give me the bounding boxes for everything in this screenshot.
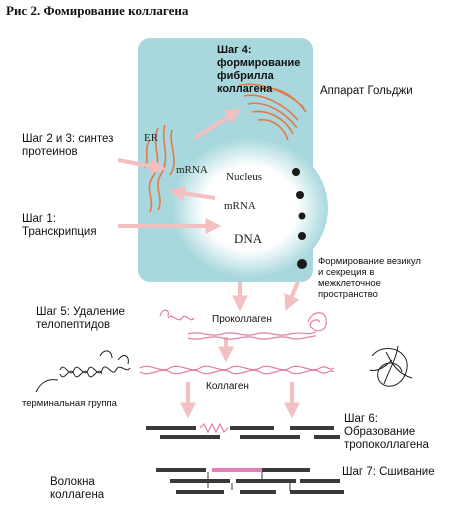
figure-title: Рис 2. Фомирование коллагена — [6, 3, 189, 18]
er-label: ER — [144, 132, 159, 144]
crosslinks — [207, 472, 291, 491]
arrow-secretion-2 — [284, 281, 300, 311]
vesicles-label: Формирование везикул и секреция в межкле… — [318, 256, 421, 300]
step1-label: Шаг 1: Транскрипция — [22, 213, 97, 238]
collagen-fiber-segments — [156, 468, 344, 494]
golgi-label: Аппарат Гольджи — [320, 85, 413, 97]
telopeptide-zigzag — [199, 422, 229, 434]
arrow-synthesis — [117, 158, 167, 175]
tropocollagen-segments — [146, 426, 340, 439]
nucleus — [172, 138, 328, 278]
dna-label: DNA — [234, 231, 263, 246]
mrna-label-2: mRNA — [224, 200, 256, 212]
nucleus-label: Nucleus — [226, 171, 262, 183]
collagen-strand — [139, 365, 335, 375]
fibers-label: Волокна коллагена — [50, 476, 105, 501]
step4-label: Шаг 4: формирование фибрилла коллагена — [217, 44, 301, 95]
steps23-label: Шаг 2 и 3: синтез протеинов — [22, 133, 114, 158]
arrow-to-golgi — [193, 108, 242, 140]
collagen-label: Коллаген — [206, 381, 249, 392]
terminal-group-right — [369, 345, 413, 387]
secretory-vesicles — [292, 168, 307, 269]
arrow-mrna-out — [168, 185, 216, 202]
terminal-group-label: терминальная группа — [22, 398, 117, 409]
step6-label: Шаг 6: Образование тропоколлагена — [344, 413, 429, 451]
procollagen-strand — [159, 309, 327, 340]
mrna-label-1: mRNA — [176, 164, 208, 176]
step7-label: Шаг 7: Сшивание — [342, 466, 435, 478]
golgi-apparatus — [237, 83, 307, 141]
step5-label: Шаг 5: Удаление телопептидов — [36, 306, 125, 331]
terminal-group-left — [35, 350, 131, 393]
procollagen-label: Проколлаген — [212, 314, 272, 325]
